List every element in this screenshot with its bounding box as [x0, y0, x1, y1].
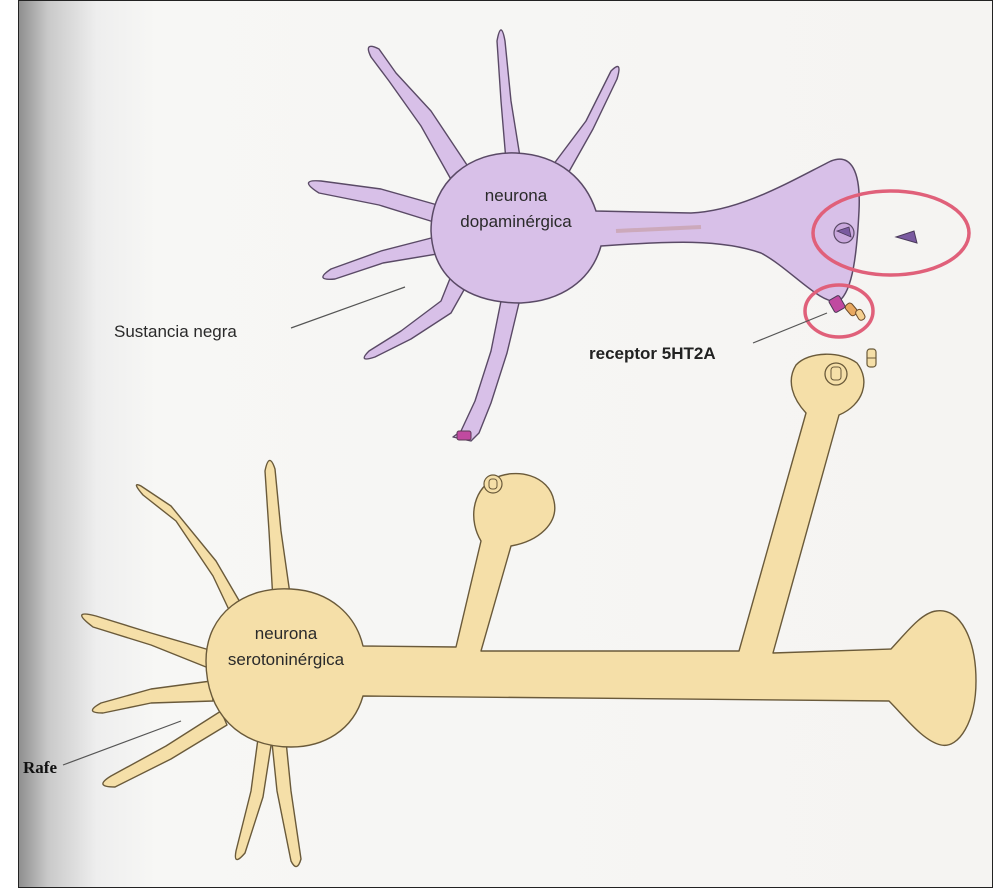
- dopaminergic-dendrite: [308, 181, 441, 223]
- serotonergic-dendrite: [103, 711, 227, 787]
- serotonergic-dendrite: [271, 731, 301, 867]
- figure-frame: neurona dopaminérgica neurona serotoniné…: [18, 0, 993, 888]
- serotonergic-dendrite: [92, 681, 213, 713]
- vesicle-icon: [834, 223, 854, 243]
- dopaminergic-neuron-label: neurona: [485, 186, 548, 205]
- serotonergic-neuron-label: serotoninérgica: [228, 650, 345, 669]
- substantia-nigra-label: Sustancia negra: [114, 322, 237, 341]
- vesicle-icon: [484, 475, 502, 493]
- dopaminergic-dendrite: [364, 271, 469, 359]
- serotonergic-dendrite: [82, 614, 213, 669]
- dopaminergic-dendrite: [323, 236, 443, 279]
- serotonergic-soma: [206, 354, 976, 747]
- dopaminergic-dendrite: [453, 301, 519, 441]
- serotonergic-neuron-label: neurona: [255, 624, 318, 643]
- dopaminergic-dendrite: [368, 46, 471, 183]
- vesicle-icon: [825, 363, 847, 385]
- neuron-diagram: neurona dopaminérgica neurona serotoniné…: [19, 1, 993, 888]
- dopaminergic-neuron-label: dopaminérgica: [460, 212, 572, 231]
- serotonergic-dendrite: [235, 731, 273, 860]
- serotonergic-dendrite: [265, 460, 291, 601]
- dopaminergic-neuron: [308, 30, 859, 441]
- serotonergic-neuron: [82, 354, 976, 866]
- receptor-icon: [457, 431, 471, 440]
- substantia-nigra-pointer: [291, 287, 405, 328]
- dopaminergic-dendrite: [497, 30, 521, 163]
- receptor-label: receptor 5HT2A: [589, 344, 716, 363]
- serotonin-molecule-icon: [844, 302, 866, 321]
- serotonin-molecule-icon: [867, 349, 876, 367]
- dopamine-molecule-icon: [896, 231, 917, 243]
- raphe-label: Rafe: [23, 758, 57, 777]
